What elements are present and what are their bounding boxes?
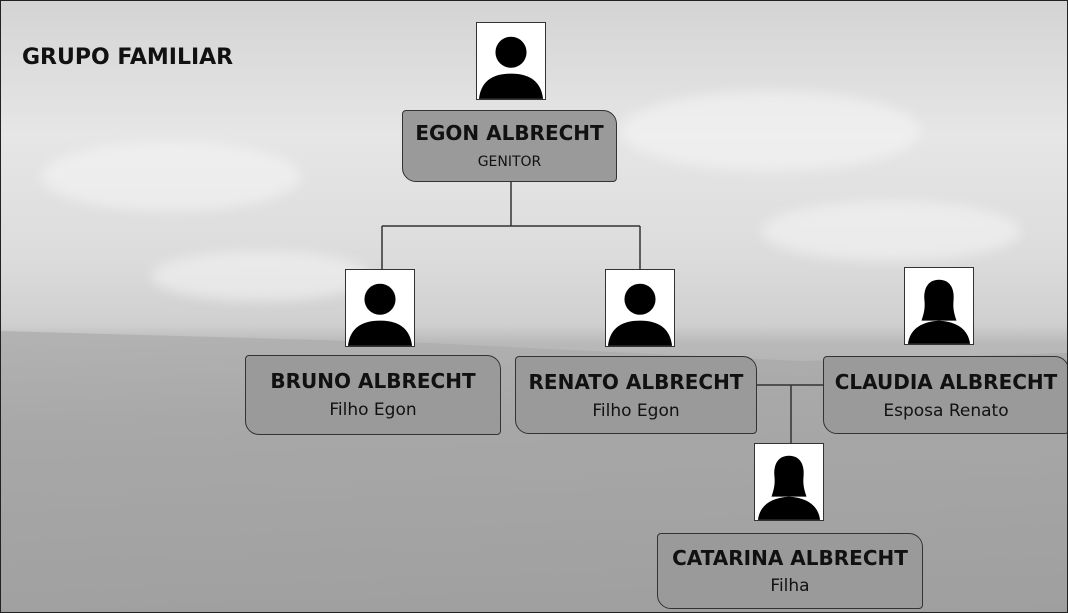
background-cloud — [761, 201, 1021, 261]
male-silhouette-icon — [478, 36, 544, 99]
photo-bruno — [345, 269, 415, 347]
node-name: CLAUDIA ALBRECHT — [834, 370, 1058, 394]
node-name: BRUNO ALBRECHT — [270, 369, 476, 393]
background-cloud — [41, 141, 301, 211]
female-silhouette-icon — [907, 279, 971, 344]
male-silhouette-icon — [607, 283, 673, 346]
photo-claudia — [904, 267, 974, 345]
node-bruno[interactable]: BRUNO ALBRECHT Filho Egon — [245, 355, 501, 435]
background-cloud — [151, 251, 371, 301]
male-silhouette-icon — [347, 283, 413, 346]
photo-renato — [605, 269, 675, 347]
background-cloud — [621, 91, 921, 171]
female-silhouette-icon — [757, 455, 821, 520]
node-role: Esposa Renato — [883, 401, 1009, 421]
node-egon[interactable]: EGON ALBRECHT GENITOR — [402, 110, 617, 182]
node-role: GENITOR — [477, 154, 542, 170]
node-name: CATARINA ALBRECHT — [672, 546, 908, 570]
node-catarina[interactable]: CATARINA ALBRECHT Filha — [657, 533, 923, 609]
node-claudia[interactable]: CLAUDIA ALBRECHT Esposa Renato — [823, 356, 1067, 434]
node-role: Filho Egon — [592, 401, 680, 421]
diagram-title: GRUPO FAMILIAR — [22, 45, 234, 70]
node-role: Filho Egon — [329, 400, 417, 420]
node-name: EGON ALBRECHT — [415, 121, 604, 145]
node-name: RENATO ALBRECHT — [528, 370, 744, 394]
node-renato[interactable]: RENATO ALBRECHT Filho Egon — [515, 356, 757, 434]
photo-egon — [476, 22, 546, 100]
photo-catarina — [754, 443, 824, 521]
node-role: Filha — [770, 576, 810, 596]
